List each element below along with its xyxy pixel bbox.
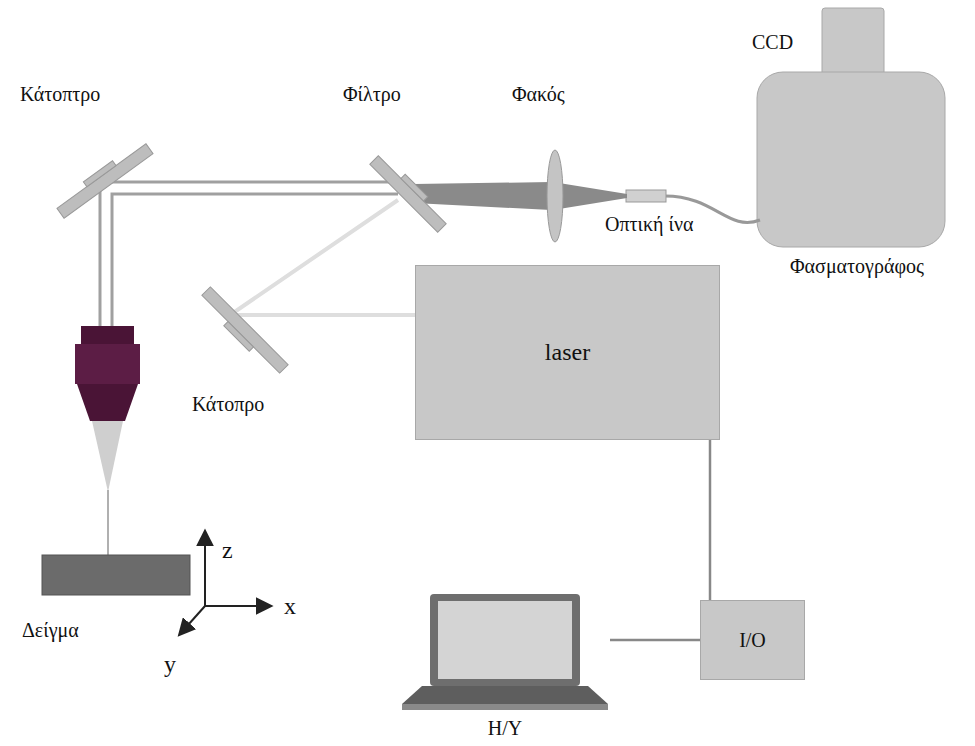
io-box: I/O <box>700 600 805 680</box>
focus-beam <box>107 490 109 555</box>
axis-y <box>180 606 205 634</box>
fibre-connector <box>626 190 666 202</box>
ccd-camera <box>822 8 884 78</box>
laptop-edge <box>402 704 608 710</box>
part-label: Φακός <box>512 82 565 106</box>
box-label: I/O <box>739 628 766 652</box>
part-label: Φίλτρο <box>343 82 401 106</box>
beam-path-inner <box>106 188 398 326</box>
spectrograph-body <box>757 72 945 247</box>
axis-z <box>204 532 206 606</box>
lens <box>547 150 563 242</box>
signal-beam <box>414 182 551 210</box>
part-label: Οπτική ίνα <box>605 212 693 236</box>
focus-cone <box>92 421 123 492</box>
axis-x <box>205 605 270 607</box>
part-label: Δείγμα <box>22 618 79 642</box>
mirror-bottom <box>198 287 289 378</box>
objective-tip <box>77 384 138 421</box>
part-label: Κάτοπρο <box>192 392 264 416</box>
connector-wire <box>610 639 700 642</box>
sample <box>42 555 190 595</box>
objective-collar <box>81 326 134 344</box>
part-label: CCD <box>752 30 793 54</box>
computer: H/Y <box>400 588 610 712</box>
laser-beam <box>230 200 415 315</box>
axis-label: z <box>222 536 233 565</box>
part-label: Φασματογράφος <box>790 254 924 278</box>
objective-body <box>75 344 140 384</box>
laptop-screen <box>438 601 572 679</box>
laptop-icon <box>400 588 610 712</box>
computer-label: H/Y <box>400 716 610 740</box>
laser-box: laser <box>415 265 720 440</box>
axis-label: y <box>164 650 176 679</box>
laptop-base <box>402 686 608 704</box>
mirror-top <box>53 139 153 218</box>
filter <box>370 152 451 233</box>
laptop-screen-frame <box>430 594 580 686</box>
beam-path <box>106 188 398 326</box>
focused-beam <box>559 183 627 209</box>
part-label: Κάτοπτρο <box>20 82 100 106</box>
box-label: laser <box>545 338 590 367</box>
axis-label: x <box>284 592 296 621</box>
connector-wire <box>709 440 712 600</box>
